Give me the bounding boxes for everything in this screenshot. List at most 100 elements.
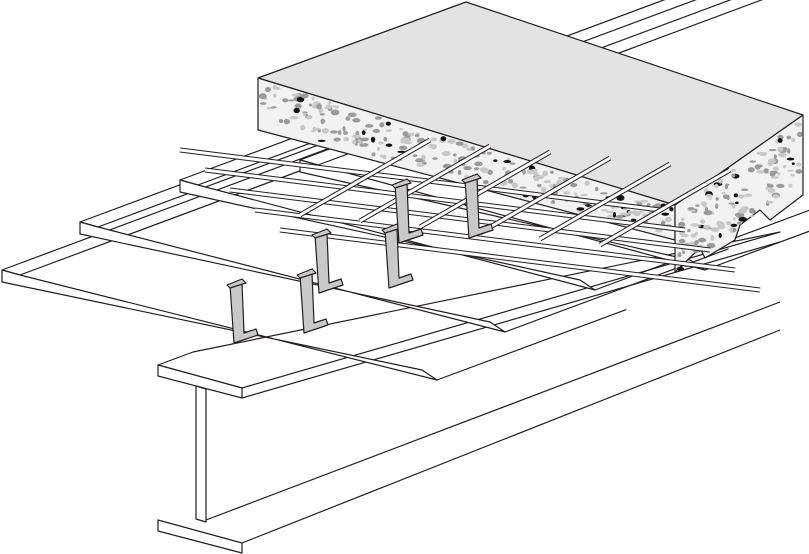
aggregate-particle (430, 143, 437, 150)
aggregate-particle (383, 136, 388, 142)
aggregate-particle (321, 128, 329, 134)
aggregate-particle (296, 96, 305, 103)
aggregate-particle (744, 193, 753, 198)
aggregate-particle (330, 130, 338, 134)
aggregate-particle (430, 137, 438, 142)
aggregate-particle (258, 93, 267, 100)
aggregate-particle (542, 170, 549, 177)
aggregate-particle (487, 169, 493, 175)
aggregate-particle (324, 106, 332, 109)
shear-stud (229, 282, 259, 344)
aggregate-particle (330, 109, 340, 116)
aggregate-particle (733, 193, 738, 198)
aggregate-particle (678, 221, 686, 228)
aggregate-particle (694, 240, 698, 246)
aggregate-particle (584, 180, 590, 186)
aggregate-particle (690, 223, 700, 227)
aggregate-particle (749, 208, 755, 212)
aggregate-particle (359, 137, 369, 142)
deck-rib-web (1, 269, 438, 381)
aggregate-particle (302, 112, 307, 117)
aggregate-particle (530, 168, 539, 171)
aggregate-particle (681, 217, 685, 221)
aggregate-particle (638, 210, 644, 214)
aggregate-particle (557, 176, 566, 180)
aggregate-particle (721, 191, 726, 195)
aggregate-particle (704, 206, 709, 211)
aggregate-particle (541, 186, 547, 193)
aggregate-particle (278, 118, 284, 124)
aggregate-particle (747, 167, 755, 173)
aggregate-particle (333, 137, 341, 142)
aggregate-particle (306, 114, 313, 120)
aggregate-particle (493, 159, 498, 162)
shear-stud-head (461, 173, 482, 184)
aggregate-particle (600, 192, 608, 195)
aggregate-particle (711, 227, 720, 233)
aggregate-particle (697, 237, 707, 243)
aggregate-particle (470, 146, 475, 151)
aggregate-particle (715, 203, 719, 210)
aggregate-particle (595, 186, 599, 192)
aggregate-particle (749, 160, 756, 163)
aggregate-particle (441, 150, 451, 157)
aggregate-particle (414, 134, 420, 138)
aggregate-particle (308, 103, 313, 107)
aggregate-particle (343, 131, 348, 135)
aggregate-particle (796, 162, 802, 167)
aggregate-particle (270, 106, 278, 109)
aggregate-particle (776, 183, 785, 188)
beam-flange-edge (241, 241, 781, 399)
aggregate-particle (584, 204, 592, 207)
aggregate-particle (756, 151, 763, 155)
aggregate-particle (551, 199, 555, 204)
aggregate-particle (676, 266, 685, 271)
aggregate-particle (533, 175, 540, 182)
deck-rib-web (79, 221, 506, 333)
aggregate-particle (452, 153, 457, 157)
aggregate-particle (508, 178, 514, 184)
aggregate-particle (362, 128, 368, 131)
aggregate-particle (352, 118, 361, 123)
aggregate-particle (385, 129, 392, 133)
aggregate-particle (681, 233, 689, 238)
deck-rib-web (179, 179, 596, 291)
aggregate-particle (669, 207, 674, 212)
aggregate-particle (716, 220, 723, 226)
rebar-fill (179, 148, 661, 212)
aggregate-particle (731, 203, 736, 209)
aggregate-particle (335, 106, 339, 109)
aggregate-particle (765, 186, 769, 190)
aggregate-particle (294, 103, 302, 110)
aggregate-particle (725, 221, 732, 226)
aggregate-particle (343, 137, 350, 142)
aggregate-particle (767, 187, 776, 194)
aggregate-particle (447, 138, 456, 144)
aggregate-particle (455, 141, 464, 146)
aggregate-particle (319, 113, 325, 116)
aggregate-particle (695, 204, 700, 207)
aggregate-particle (416, 163, 425, 167)
aggregate-particle (612, 211, 617, 218)
aggregate-particle (481, 167, 489, 174)
aggregate-particle (783, 164, 787, 169)
shear-stud (314, 232, 344, 294)
aggregate-particle (537, 183, 542, 188)
aggregate-particle (576, 207, 585, 211)
aggregate-particle (264, 87, 272, 93)
aggregate-particle (351, 134, 361, 139)
aggregate-particle (677, 252, 682, 258)
aggregate-particle (768, 148, 777, 152)
aggregate-particle (453, 158, 458, 164)
aggregate-particle (788, 183, 793, 188)
aggregate-particle (630, 218, 637, 222)
aggregate-particle (398, 145, 408, 150)
aggregate-particle (729, 227, 733, 234)
aggregate-particle (689, 209, 696, 212)
aggregate-particle (790, 173, 795, 177)
shear-stud-head (296, 268, 317, 279)
aggregate-particle (404, 141, 413, 145)
aggregate-particle (725, 183, 730, 186)
beam-web-edge (205, 301, 781, 521)
aggregate-particle (665, 216, 672, 223)
